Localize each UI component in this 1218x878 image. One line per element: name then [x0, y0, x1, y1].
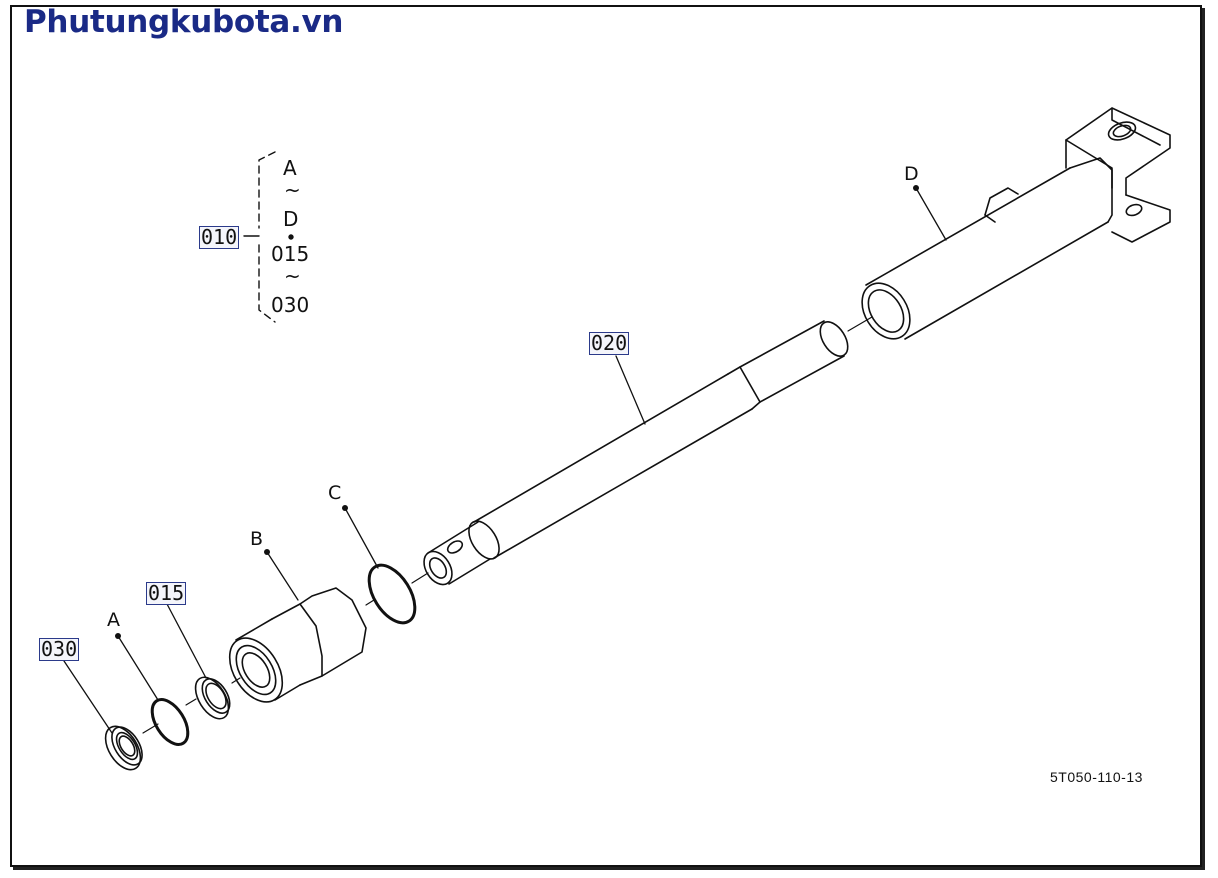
legend-item-tilde-2: ~	[284, 264, 301, 288]
drawing-code: 5T050-110-13	[1050, 769, 1143, 785]
leader-dots	[115, 185, 919, 639]
label-b: B	[250, 528, 264, 550]
legend-bracket	[243, 151, 294, 323]
legend-item-030: 030	[271, 293, 310, 317]
legend-item-tilde-1: ~	[284, 178, 301, 202]
shaft-part	[423, 320, 849, 586]
bushing-ring-part	[194, 676, 231, 720]
site-brand[interactable]: Phutungkubota.vn	[24, 4, 344, 40]
legend-item-015: 015	[271, 242, 310, 266]
assembly-axis	[142, 316, 873, 734]
label-a: A	[107, 609, 120, 631]
callout-030[interactable]: 030	[39, 637, 80, 661]
housing-b-part	[228, 587, 367, 703]
callout-010[interactable]: 010	[199, 225, 240, 249]
tube-with-clevis-part	[861, 107, 1171, 340]
seal-part	[104, 725, 143, 771]
callout-015[interactable]: 015	[146, 581, 187, 605]
leader-lines	[63, 187, 947, 734]
callout-020[interactable]: 020	[589, 331, 630, 355]
drawing-frame	[10, 5, 1202, 867]
label-c: C	[328, 482, 342, 504]
label-d: D	[904, 163, 919, 185]
o-ring-c-part	[367, 563, 417, 625]
legend-item-d: D	[283, 207, 299, 231]
o-ring-a-part	[150, 698, 190, 746]
legend-item-a: A	[283, 156, 297, 180]
